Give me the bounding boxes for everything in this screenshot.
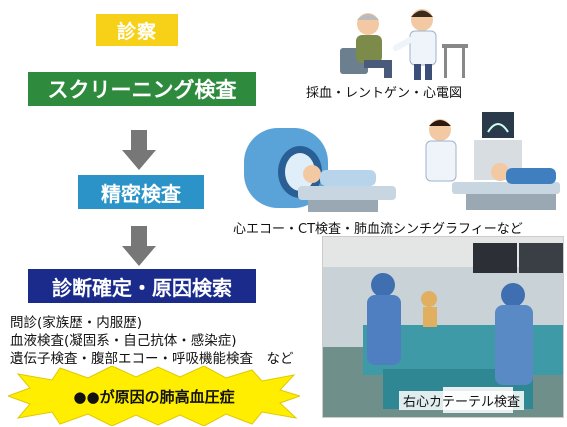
list-item: 遺伝子検査・腹部エコー・呼吸機能検査 など bbox=[10, 351, 294, 367]
step-consultation-label: 診察 bbox=[116, 20, 157, 43]
catheterization-room-image bbox=[323, 237, 563, 417]
ct-scanner-illustration bbox=[244, 128, 396, 212]
screening-caption: 採血・レントゲン・心電図 bbox=[306, 86, 463, 101]
down-arrow-icon bbox=[122, 226, 156, 266]
step-detailed-exam-box: 精密検査 bbox=[78, 175, 204, 209]
step-detailed-exam-label: 精密検査 bbox=[101, 181, 181, 206]
step-diagnosis-box: 診断確定・原因検索 bbox=[28, 269, 256, 303]
list-item: 問診(家族歴・内服歴) bbox=[10, 315, 143, 331]
down-arrow-icon bbox=[122, 130, 156, 170]
step-screening-label: スクリーニング検査 bbox=[47, 78, 237, 102]
conclusion-text: ●●が原因の肺高血圧症 bbox=[73, 387, 235, 406]
conclusion-burst-shape bbox=[8, 366, 300, 426]
catheter-caption: 右心カテーテル検査 bbox=[399, 391, 525, 410]
step-consultation-box: 診察 bbox=[96, 14, 178, 46]
diagnosis-detail-list: 問診(家族歴・内服歴) 血液検査(凝固系・自己抗体・感染症) 遺伝子検査・腹部エ… bbox=[10, 314, 294, 368]
doctor-patient-consultation-illustration bbox=[340, 9, 468, 80]
step-screening-box: スクリーニング検査 bbox=[28, 72, 256, 106]
catheterization-photo: 右心カテーテル検査 bbox=[322, 236, 564, 418]
echocardiography-illustration bbox=[425, 112, 560, 210]
step-diagnosis-label: 診断確定・原因検索 bbox=[52, 275, 232, 300]
detailed-exam-caption: 心エコー・CT検査・肺血流シンチグラフィーなど bbox=[233, 222, 523, 237]
list-item: 血液検査(凝固系・自己抗体・感染症) bbox=[10, 333, 237, 349]
